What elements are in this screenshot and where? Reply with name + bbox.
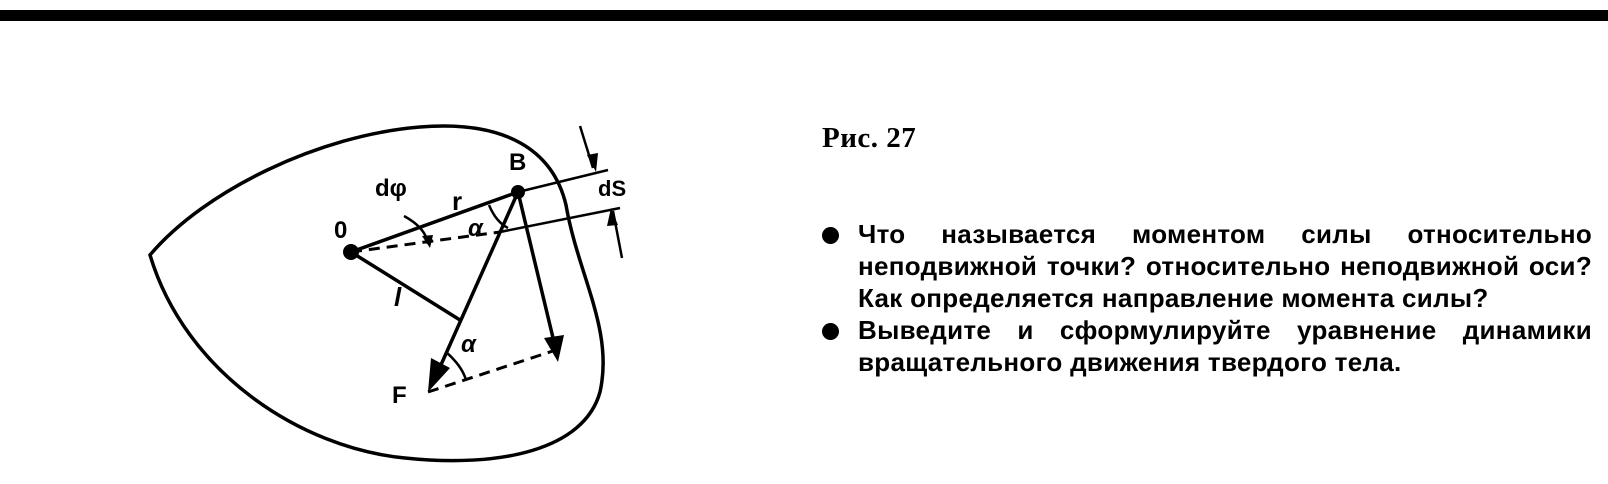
question-list: Что называется моментом силы относительн… — [822, 218, 1592, 378]
rigid-body-diagram: 0 B r dφ α α l F dS — [148, 124, 626, 463]
point-b — [511, 185, 525, 199]
angle-alpha-top-arc — [487, 204, 509, 230]
label-alpha-top: α — [468, 215, 484, 242]
label-dphi: dφ — [375, 175, 407, 202]
label-point-b: B — [509, 149, 526, 176]
component-arrowhead — [544, 335, 564, 362]
radius-line — [350, 190, 519, 254]
question-item: Что называется моментом силы относительн… — [822, 218, 1592, 314]
force-arrowhead — [428, 358, 450, 392]
angle-dphi-arrowhead — [422, 235, 433, 248]
label-lever-arm: l — [394, 282, 402, 312]
bullet-icon — [822, 227, 839, 244]
question-item: Выведите и сформулируйте уравнение динам… — [822, 314, 1592, 378]
body-outline — [148, 124, 605, 463]
rotated-radius-dashed — [350, 230, 501, 254]
top-rule — [0, 10, 1608, 21]
projection-dashed-line — [427, 346, 563, 394]
question-text: Выведите и сформулируйте уравнение динам… — [858, 315, 1592, 377]
angle-alpha-bottom-arc — [445, 351, 468, 381]
component-vector-line — [516, 191, 556, 343]
label-radius: r — [452, 186, 462, 216]
label-force: F — [392, 382, 407, 409]
lever-arm-line — [350, 250, 461, 322]
label-origin: 0 — [334, 217, 347, 244]
force-vector-line — [434, 191, 520, 377]
extension-line-top — [517, 168, 609, 194]
question-text: Что называется моментом силы относительн… — [858, 219, 1592, 313]
figure-caption: Рис. 27 — [822, 122, 917, 154]
bullet-icon — [822, 323, 839, 340]
ds-upper-arrowhead — [587, 153, 598, 172]
extension-line-bottom — [499, 206, 621, 234]
ds-lower-arrowhead — [607, 208, 618, 226]
point-o — [343, 244, 359, 260]
label-displacement: dS — [598, 176, 626, 201]
label-alpha-bottom: α — [461, 331, 477, 358]
figure-27: 0 B r dφ α α l F dS — [0, 0, 780, 484]
